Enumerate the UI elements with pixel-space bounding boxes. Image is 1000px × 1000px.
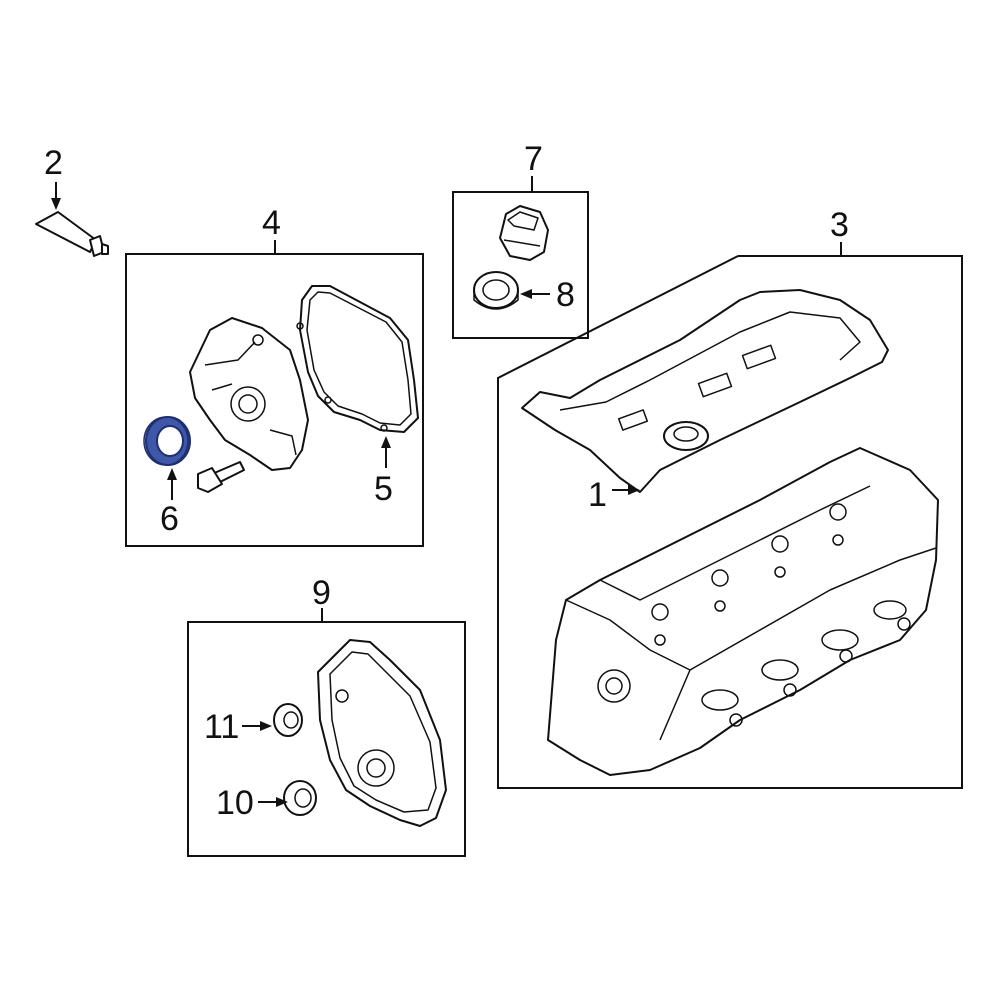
group-9-frame: [187, 621, 466, 857]
camshaft-seal-lower[interactable]: [283, 780, 317, 816]
callout-8[interactable]: 8: [556, 276, 575, 314]
upper-timing-cover[interactable]: [189, 317, 309, 471]
timing-cover-bolt[interactable]: [197, 461, 245, 493]
cylinder-head[interactable]: [547, 447, 939, 776]
camshaft-seal-upper[interactable]: [273, 703, 303, 737]
callout-10[interactable]: 10: [216, 784, 254, 822]
group-3-frame: [497, 255, 963, 789]
valve-cover[interactable]: [521, 289, 889, 493]
front-crankshaft-seal[interactable]: [143, 416, 191, 466]
callout-2[interactable]: 2: [44, 144, 63, 182]
oil-filler-cap-seal[interactable]: [473, 271, 519, 310]
lower-timing-cover[interactable]: [317, 639, 447, 827]
callout-11[interactable]: 11: [204, 708, 239, 746]
oil-filler-cap[interactable]: [499, 205, 549, 261]
callout-3[interactable]: 3: [830, 206, 849, 244]
cover-gasket[interactable]: [296, 285, 419, 433]
callout-4[interactable]: 4: [262, 204, 281, 242]
callout-5[interactable]: 5: [374, 470, 393, 508]
callout-1[interactable]: 1: [588, 476, 607, 514]
sealant-tube[interactable]: [35, 211, 109, 257]
group-7-frame: [452, 191, 589, 339]
callout-9[interactable]: 9: [312, 574, 331, 612]
callout-7[interactable]: 7: [524, 140, 543, 178]
callout-6[interactable]: 6: [160, 500, 179, 538]
